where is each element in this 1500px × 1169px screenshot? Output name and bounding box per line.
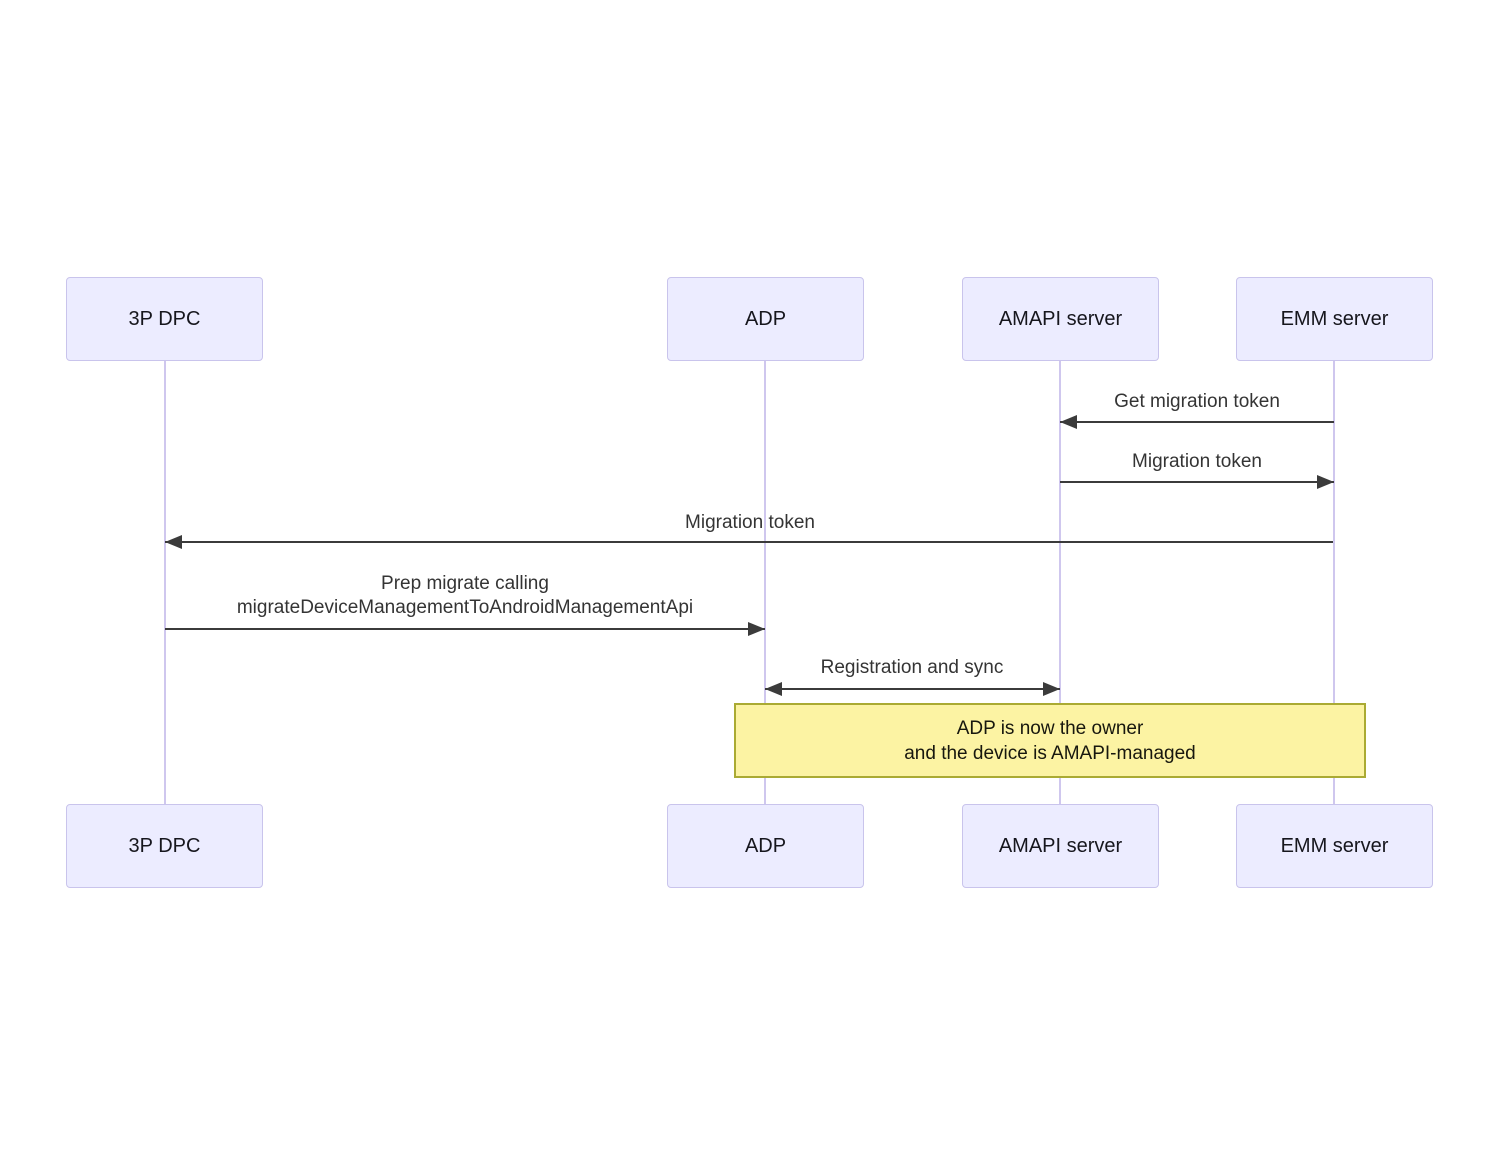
actor-label: ADP [744, 307, 787, 330]
lifeline-3p-dpc [164, 361, 166, 804]
actor-top-adp: ADP [667, 277, 864, 361]
message-label-get-migration-token: Get migration token [1114, 391, 1280, 412]
lifeline-amapi-server [1059, 361, 1061, 804]
actor-top-emm-server: EMM server [1236, 277, 1433, 361]
actor-bottom-emm-server: EMM server [1236, 804, 1433, 888]
message-arrow-left-icon [1060, 415, 1334, 429]
message-arrow-right-icon [165, 622, 765, 636]
actor-label: AMAPI server [998, 307, 1123, 330]
actor-label: ADP [744, 834, 787, 857]
message-arrow-left-icon [165, 535, 1333, 549]
actor-top-3p-dpc: 3P DPC [66, 277, 263, 361]
message-label-prep-migrate: Prep migrate calling migrateDeviceManage… [236, 573, 694, 618]
actor-label: 3P DPC [128, 834, 201, 857]
message-label-migration-token-to-emm: Migration token [1132, 451, 1262, 472]
actor-top-amapi-server: AMAPI server [962, 277, 1159, 361]
actor-bottom-3p-dpc: 3P DPC [66, 804, 263, 888]
actor-label: 3P DPC [128, 307, 201, 330]
actor-bottom-amapi-server: AMAPI server [962, 804, 1159, 888]
actor-label: EMM server [1280, 307, 1389, 330]
note-adp-owner: ADP is now the owner and the device is A… [734, 703, 1366, 778]
lifeline-adp [764, 361, 766, 804]
message-label-migration-token-to-dpc: Migration token [685, 512, 815, 533]
message-label-registration-and-sync: Registration and sync [820, 657, 1004, 678]
actor-bottom-adp: ADP [667, 804, 864, 888]
actor-label: EMM server [1280, 834, 1389, 857]
message-arrow-right-icon [1060, 475, 1334, 489]
actor-label: AMAPI server [998, 834, 1123, 857]
message-arrow-both-icon [765, 682, 1060, 696]
lifeline-emm-server [1333, 361, 1335, 804]
